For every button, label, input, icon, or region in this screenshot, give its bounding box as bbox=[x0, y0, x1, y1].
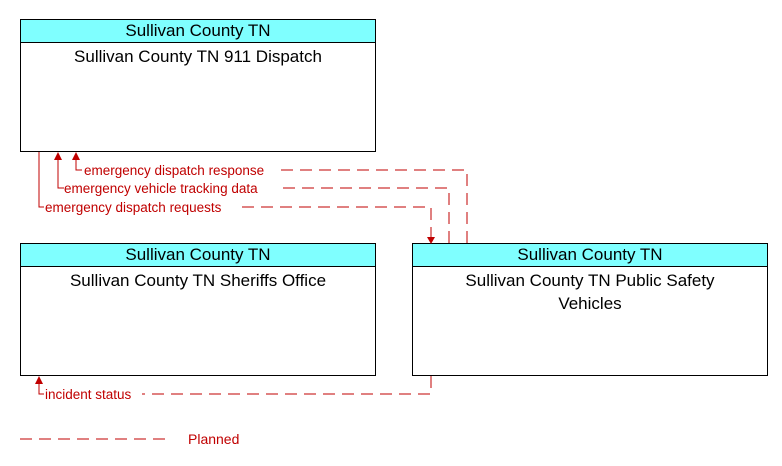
vehicles-title: Sullivan County TN Public Safety Vehicle… bbox=[465, 271, 715, 313]
vehicles-header: Sullivan County TN bbox=[413, 244, 767, 267]
flow-line-requests-dash bbox=[242, 206, 432, 237]
flow-label-tracking: emergency vehicle tracking data bbox=[64, 181, 258, 196]
dispatch-header: Sullivan County TN bbox=[21, 20, 375, 43]
flow-line-incident-solid bbox=[38, 382, 44, 395]
dispatch-title: Sullivan County TN 911 Dispatch bbox=[74, 47, 322, 66]
flow-label-dispatch-response: emergency dispatch response bbox=[84, 163, 264, 178]
arrowhead-tracking bbox=[54, 152, 62, 160]
vehicles-box[interactable]: Sullivan County TN Sullivan County TN Pu… bbox=[412, 243, 768, 376]
legend-planned-label: Planned bbox=[188, 431, 240, 447]
flow-line-tracking bbox=[278, 187, 450, 243]
dispatch-box[interactable]: Sullivan County TN Sullivan County TN 91… bbox=[20, 19, 376, 152]
flow-label-requests: emergency dispatch requests bbox=[45, 200, 222, 215]
arrowhead-incident bbox=[35, 376, 43, 384]
flow-label-incident: incident status bbox=[45, 387, 132, 402]
sheriff-title: Sullivan County TN Sheriffs Office bbox=[69, 271, 327, 290]
arrowhead-dispatch-response bbox=[72, 152, 80, 160]
sheriff-header: Sullivan County TN bbox=[21, 244, 375, 267]
flow-line-requests bbox=[38, 152, 44, 208]
flow-line-dispatch-response-solid bbox=[75, 158, 82, 171]
flow-line-incident bbox=[142, 376, 432, 395]
flow-line-tracking-solid bbox=[57, 158, 64, 189]
sheriff-box[interactable]: Sullivan County TN Sullivan County TN Sh… bbox=[20, 243, 376, 376]
arrowhead-requests bbox=[427, 237, 435, 244]
flow-line-dispatch-response bbox=[280, 169, 468, 243]
